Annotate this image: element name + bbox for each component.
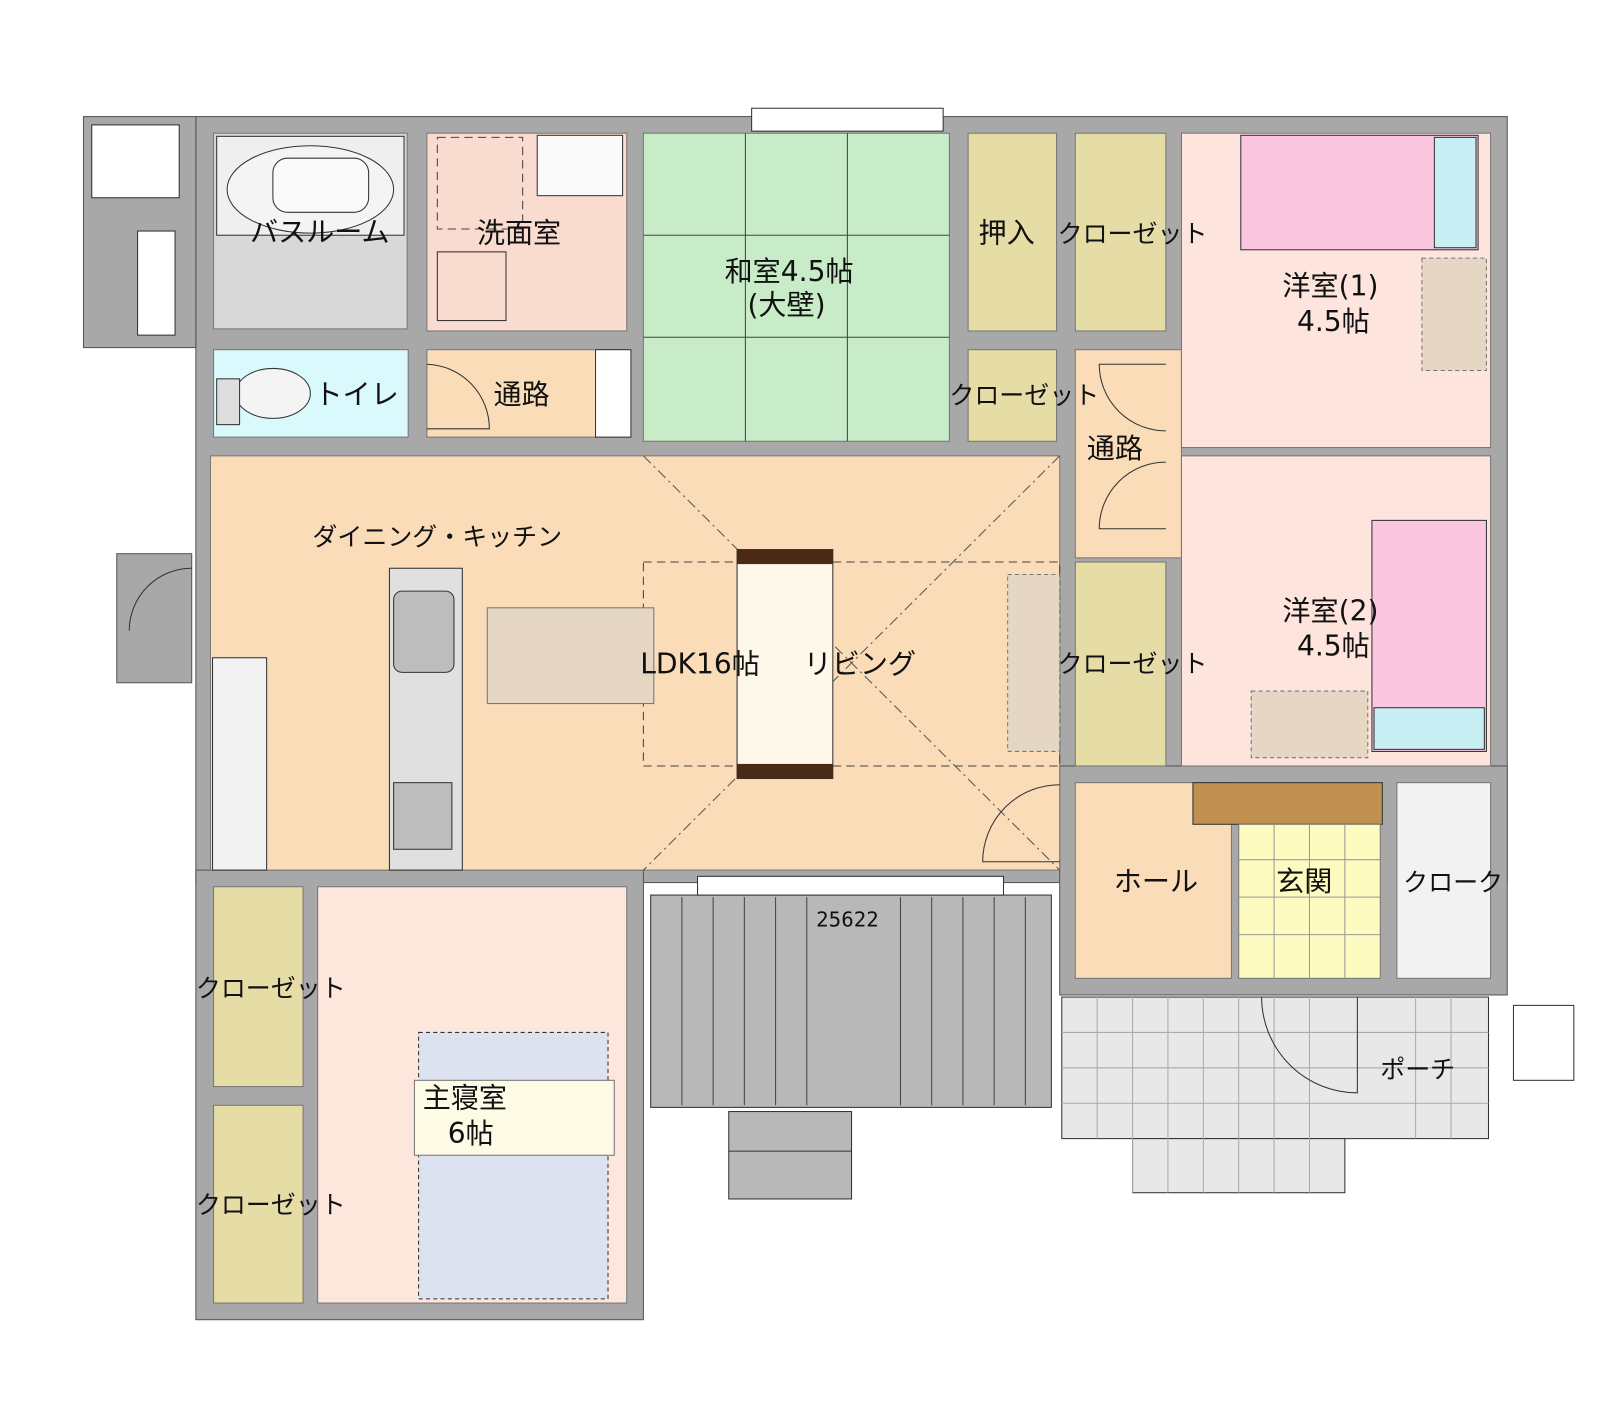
- laundry-rack: [436, 251, 507, 322]
- label-closet-living: クローゼット: [1058, 649, 1208, 678]
- label-closet-master-2: クローゼット: [196, 1191, 346, 1220]
- label-closet-mid: クローゼット: [949, 381, 1099, 410]
- dimension-label: 25622: [816, 907, 879, 931]
- window-japanese-room: [751, 107, 944, 132]
- door-swing-hallway: [426, 363, 490, 430]
- closet-master-1: [213, 886, 304, 1088]
- tatami-lines: [643, 133, 950, 442]
- label-western-room-2-size: 4.5帖: [1297, 630, 1370, 663]
- cloak: [1396, 782, 1492, 979]
- label-closet-master-1: クローゼット: [196, 974, 346, 1003]
- desk-room-1: [1421, 257, 1487, 372]
- deck-boards: [681, 897, 1026, 1106]
- door-swing-room-1: [1098, 363, 1166, 432]
- label-bathroom: バスルーム: [250, 215, 390, 248]
- label-ldk: LDK16帖: [640, 647, 760, 680]
- wood-deck: [650, 894, 1052, 1108]
- sofa-arm: [737, 763, 833, 779]
- washing-machine: [436, 136, 524, 230]
- label-porch: ポーチ: [1380, 1055, 1455, 1084]
- tv-board: [1007, 573, 1061, 752]
- door-swing-room-2: [1098, 461, 1166, 530]
- pillow-room-1: [1433, 136, 1477, 249]
- oshiire: [967, 132, 1058, 332]
- deck-steps: [728, 1111, 853, 1200]
- porch-tiles: [1061, 997, 1489, 1193]
- back-door-step: [116, 553, 193, 684]
- pillow-room-2: [1373, 707, 1485, 750]
- ac-outdoor-unit: [137, 230, 176, 336]
- mailbox: [1512, 1004, 1575, 1081]
- label-living: リビング: [804, 647, 916, 680]
- storage-shelf: [594, 349, 632, 438]
- label-toilet: トイレ: [315, 378, 399, 411]
- sofa: [736, 549, 834, 780]
- water-heater: [91, 124, 180, 199]
- sink: [393, 590, 455, 673]
- label-japanese-room-note: (大壁): [747, 288, 825, 321]
- ceiling-line: [643, 455, 1061, 871]
- label-dining-kitchen: ダイニング・キッチン: [312, 522, 562, 551]
- japanese-room: [642, 132, 950, 442]
- label-master-bedroom-size: 6帖: [448, 1117, 494, 1150]
- closet-mid: [967, 349, 1058, 442]
- closet-master-2: [213, 1104, 304, 1304]
- vanity: [536, 134, 624, 197]
- label-washroom: 洗面室: [477, 216, 561, 249]
- entrance-tiles: [1238, 824, 1381, 979]
- stove: [393, 782, 453, 850]
- label-hallway-right: 通路: [1087, 432, 1143, 465]
- window-living: [696, 875, 1005, 896]
- label-master-bedroom: 主寝室: [423, 1081, 507, 1114]
- bed-cover-master: [413, 1079, 615, 1156]
- label-western-room-1: 洋室(1): [1282, 270, 1378, 303]
- hallway-right: [1074, 349, 1182, 559]
- sofa-arm: [737, 549, 833, 565]
- door-swing-back: [128, 567, 192, 631]
- label-cloak: クローク: [1403, 868, 1503, 897]
- room-labels: バスルーム 洗面室 トイレ 通路 和室4.5帖 (大壁) 押入 クローゼット ク…: [196, 215, 1503, 1219]
- dining-table: [486, 607, 655, 705]
- cupboard: [211, 657, 268, 871]
- hallway-left: [426, 349, 628, 438]
- label-hall: ホール: [1114, 865, 1198, 898]
- entrance-door-swing: [1261, 997, 1358, 1094]
- bathtub-inner: [272, 157, 370, 213]
- label-japanese-room: 和室4.5帖: [725, 255, 854, 288]
- label-western-room-2: 洋室(2): [1282, 594, 1378, 627]
- bed-master: [418, 1031, 609, 1300]
- closet-top: [1074, 132, 1167, 332]
- label-western-room-1-size: 4.5帖: [1297, 305, 1370, 338]
- label-hallway-left: 通路: [494, 378, 550, 411]
- shoe-cabinet: [1192, 782, 1383, 825]
- label-oshiire: 押入: [979, 216, 1035, 249]
- label-closet-top: クローゼット: [1058, 219, 1208, 248]
- label-entrance: 玄関: [1276, 865, 1332, 898]
- door-swing-hall: [982, 784, 1060, 863]
- toilet-bowl: [234, 367, 311, 419]
- toilet-tank: [216, 378, 241, 426]
- desk-room-2: [1250, 690, 1369, 759]
- closet-living: [1074, 561, 1167, 767]
